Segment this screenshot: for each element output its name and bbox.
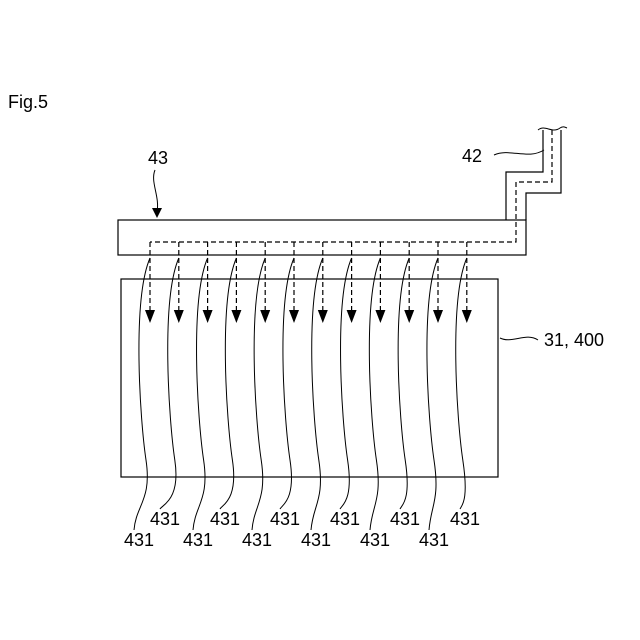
- outlet-leader-10: [398, 258, 409, 509]
- outlet-label-3: 431: [183, 530, 213, 550]
- pipe-leader: [494, 150, 544, 155]
- outlet-arrowhead-8: [347, 310, 357, 323]
- outlet-arrowhead-12: [462, 310, 472, 323]
- outlet-label-5: 431: [242, 530, 272, 550]
- manifold-leader-arrowhead: [152, 208, 162, 218]
- outlet-leader-8: [340, 258, 352, 509]
- outlet-label-9: 431: [360, 530, 390, 550]
- figure-label: Fig.5: [8, 92, 48, 112]
- outlet-leader-3: [193, 258, 208, 530]
- outlet-leader-4: [220, 258, 236, 509]
- outlet-leader-11: [427, 258, 438, 530]
- outlet-leader-6: [280, 258, 294, 509]
- outlet-label-11: 431: [419, 530, 449, 550]
- outlet-arrowhead-11: [433, 310, 443, 323]
- outlet-label-6: 431: [270, 509, 300, 529]
- pipe-label: 42: [462, 146, 482, 166]
- pipe-outer-wall: [506, 130, 543, 220]
- outlet-arrowhead-9: [375, 310, 385, 323]
- outlet-label-8: 431: [330, 509, 360, 529]
- flow-path-pipe: [150, 130, 552, 242]
- outlet-arrowhead-3: [203, 310, 213, 323]
- outlets-431: 431431431431431431431431431431431431: [124, 242, 480, 550]
- outlet-leader-1: [134, 258, 150, 530]
- outlet-arrowhead-5: [260, 310, 270, 323]
- manifold-43: [118, 220, 526, 255]
- outlet-label-2: 431: [150, 509, 180, 529]
- outlet-label-7: 431: [301, 530, 331, 550]
- outlet-leader-5: [252, 258, 265, 530]
- outlet-leader-2: [160, 258, 179, 509]
- outlet-arrowhead-1: [145, 310, 155, 323]
- outlet-leader-12: [456, 258, 467, 509]
- outlet-arrowhead-2: [174, 310, 184, 323]
- manifold-label: 43: [148, 148, 168, 168]
- manifold-leader: [154, 170, 158, 212]
- outlet-label-10: 431: [390, 509, 420, 529]
- outlet-label-1: 431: [124, 530, 154, 550]
- pipe-break-mark: [538, 127, 567, 130]
- target-leader: [500, 337, 538, 340]
- outlet-arrowhead-6: [289, 310, 299, 323]
- outlet-leader-7: [311, 258, 323, 530]
- outlet-label-4: 431: [210, 509, 240, 529]
- outlet-leader-9: [369, 258, 380, 530]
- target-block: [121, 279, 498, 477]
- outlet-arrowhead-7: [318, 310, 328, 323]
- outlet-arrowhead-10: [404, 310, 414, 323]
- outlet-label-12: 431: [450, 509, 480, 529]
- outlet-arrowhead-4: [231, 310, 241, 323]
- target-label: 31, 400: [544, 330, 604, 350]
